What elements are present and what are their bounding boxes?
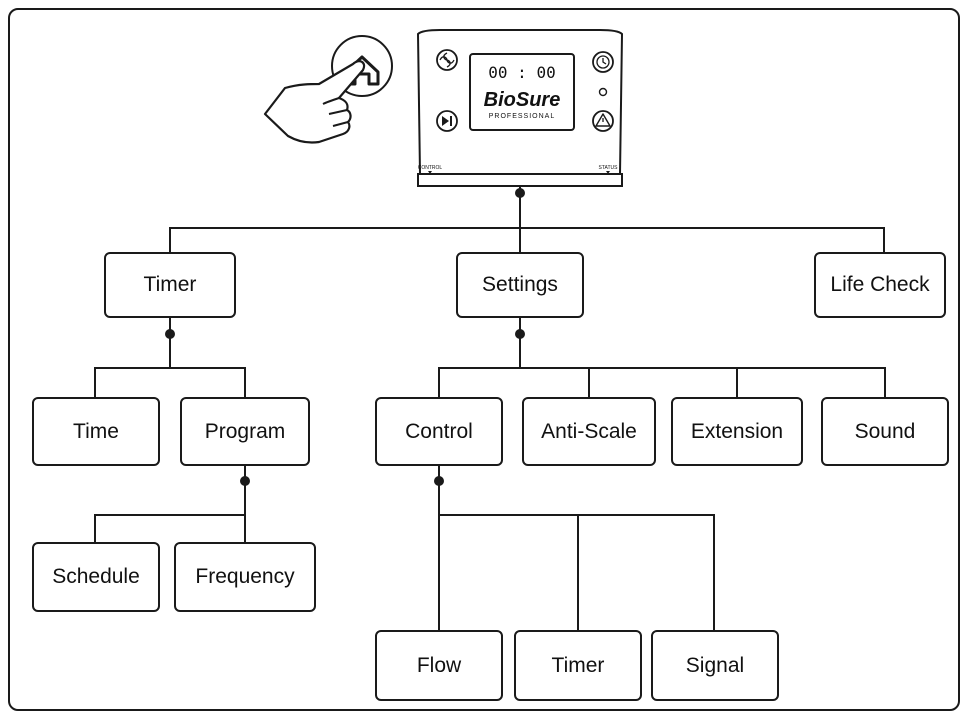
biosure-control-unit: 00 : 00 BioSure PROFESSIONAL CONTROL STA…	[416, 29, 624, 187]
junction-dot-settings	[515, 329, 525, 339]
fan-icon[interactable]	[436, 49, 458, 71]
menu-frequency[interactable]: Frequency	[174, 542, 316, 612]
junction-dot-program	[240, 476, 250, 486]
status-label: STATUS	[599, 165, 619, 171]
play-pause-icon[interactable]	[436, 110, 458, 132]
junction-dot-device	[515, 188, 525, 198]
menu-program[interactable]: Program	[180, 397, 310, 466]
menu-life-check[interactable]: Life Check	[814, 252, 946, 318]
status-led-icon	[598, 87, 608, 97]
menu-timer[interactable]: Timer	[104, 252, 236, 318]
menu-settings[interactable]: Settings	[456, 252, 584, 318]
junction-dot-timer	[165, 329, 175, 339]
menu-control-timer[interactable]: Timer	[514, 630, 642, 701]
menu-sound[interactable]: Sound	[821, 397, 949, 466]
brand-logo: BioSure	[484, 89, 561, 111]
menu-signal[interactable]: Signal	[651, 630, 779, 701]
pointing-hand-icon	[263, 60, 366, 144]
menu-anti-scale[interactable]: Anti-Scale	[522, 397, 656, 466]
display-time: 00 : 00	[488, 63, 555, 82]
clock-icon[interactable]	[592, 51, 614, 73]
warning-icon[interactable]	[592, 110, 614, 132]
menu-flow[interactable]: Flow	[375, 630, 503, 701]
brand-subtitle: PROFESSIONAL	[489, 113, 555, 120]
menu-time[interactable]: Time	[32, 397, 160, 466]
menu-extension[interactable]: Extension	[671, 397, 803, 466]
menu-control[interactable]: Control	[375, 397, 503, 466]
junction-dot-control	[434, 476, 444, 486]
hand-pressing-home	[263, 35, 393, 144]
menu-schedule[interactable]: Schedule	[32, 542, 160, 612]
control-label: CONTROL	[418, 165, 443, 171]
